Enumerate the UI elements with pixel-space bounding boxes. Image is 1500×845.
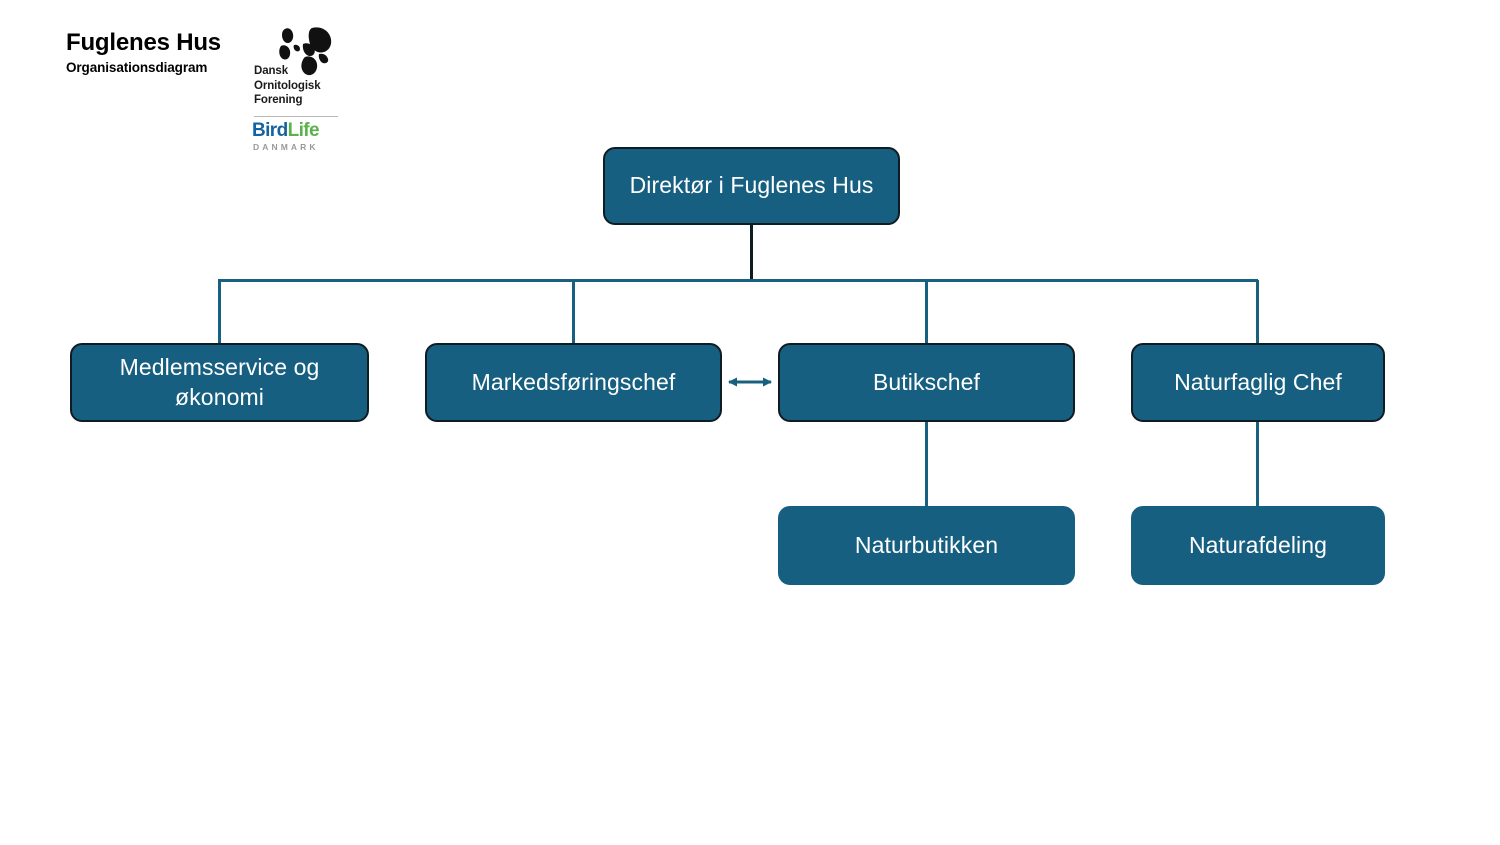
node-naturfaglig-chef-label: Naturfaglig Chef <box>1174 368 1342 395</box>
birdlife-life-text: Life <box>287 120 320 141</box>
birdlife-country-text: DANMARK <box>253 142 319 152</box>
node-direktor[interactable]: Direktør i Fuglenes Hus <box>603 147 900 225</box>
node-naturafdeling-label: Naturafdeling <box>1188 531 1328 558</box>
node-direktor-label: Direktør i Fuglenes Hus <box>629 172 874 199</box>
node-naturafdeling[interactable]: Naturafdeling <box>1131 506 1385 585</box>
dof-birdlife-logo: Dansk Ornitologisk Forening BirdLife DAN… <box>250 26 346 152</box>
title-block: Fuglenes Hus Organisationsdiagram <box>66 30 251 75</box>
node-markedsforingschef-label: Markedsføringschef <box>471 368 676 395</box>
dof-bird-silhouette-icon <box>279 27 332 76</box>
node-markedsforingschef[interactable]: Markedsføringschef <box>425 343 722 422</box>
node-naturbutikken-label: Naturbutikken <box>854 531 999 558</box>
page-subtitle: Organisationsdiagram <box>66 60 208 76</box>
logo-org-line-2: Ornitologisk <box>254 79 321 92</box>
node-naturbutikken[interactable]: Naturbutikken <box>778 506 1075 585</box>
node-butikschef-label: Butikschef <box>872 368 981 395</box>
page-title: Fuglenes Hus <box>66 29 221 56</box>
node-medlemsservice[interactable]: Medlemsservice og økonomi <box>70 343 369 422</box>
node-naturfaglig-chef[interactable]: Naturfaglig Chef <box>1131 343 1385 422</box>
node-butikschef[interactable]: Butikschef <box>778 343 1075 422</box>
logo-org-name: Dansk Ornitologisk Forening <box>254 64 321 108</box>
logo-divider <box>254 116 338 117</box>
node-medlemsservice-label: Medlemsservice og økonomi <box>119 354 320 410</box>
birdlife-bird-text: Bird <box>252 120 288 141</box>
birdlife-wordmark: BirdLife <box>252 120 320 141</box>
logo-org-line-1: Dansk <box>254 65 289 77</box>
logo-org-line-3: Forening <box>254 94 303 107</box>
header: Fuglenes Hus Organisationsdiagram Dansk <box>0 0 420 160</box>
